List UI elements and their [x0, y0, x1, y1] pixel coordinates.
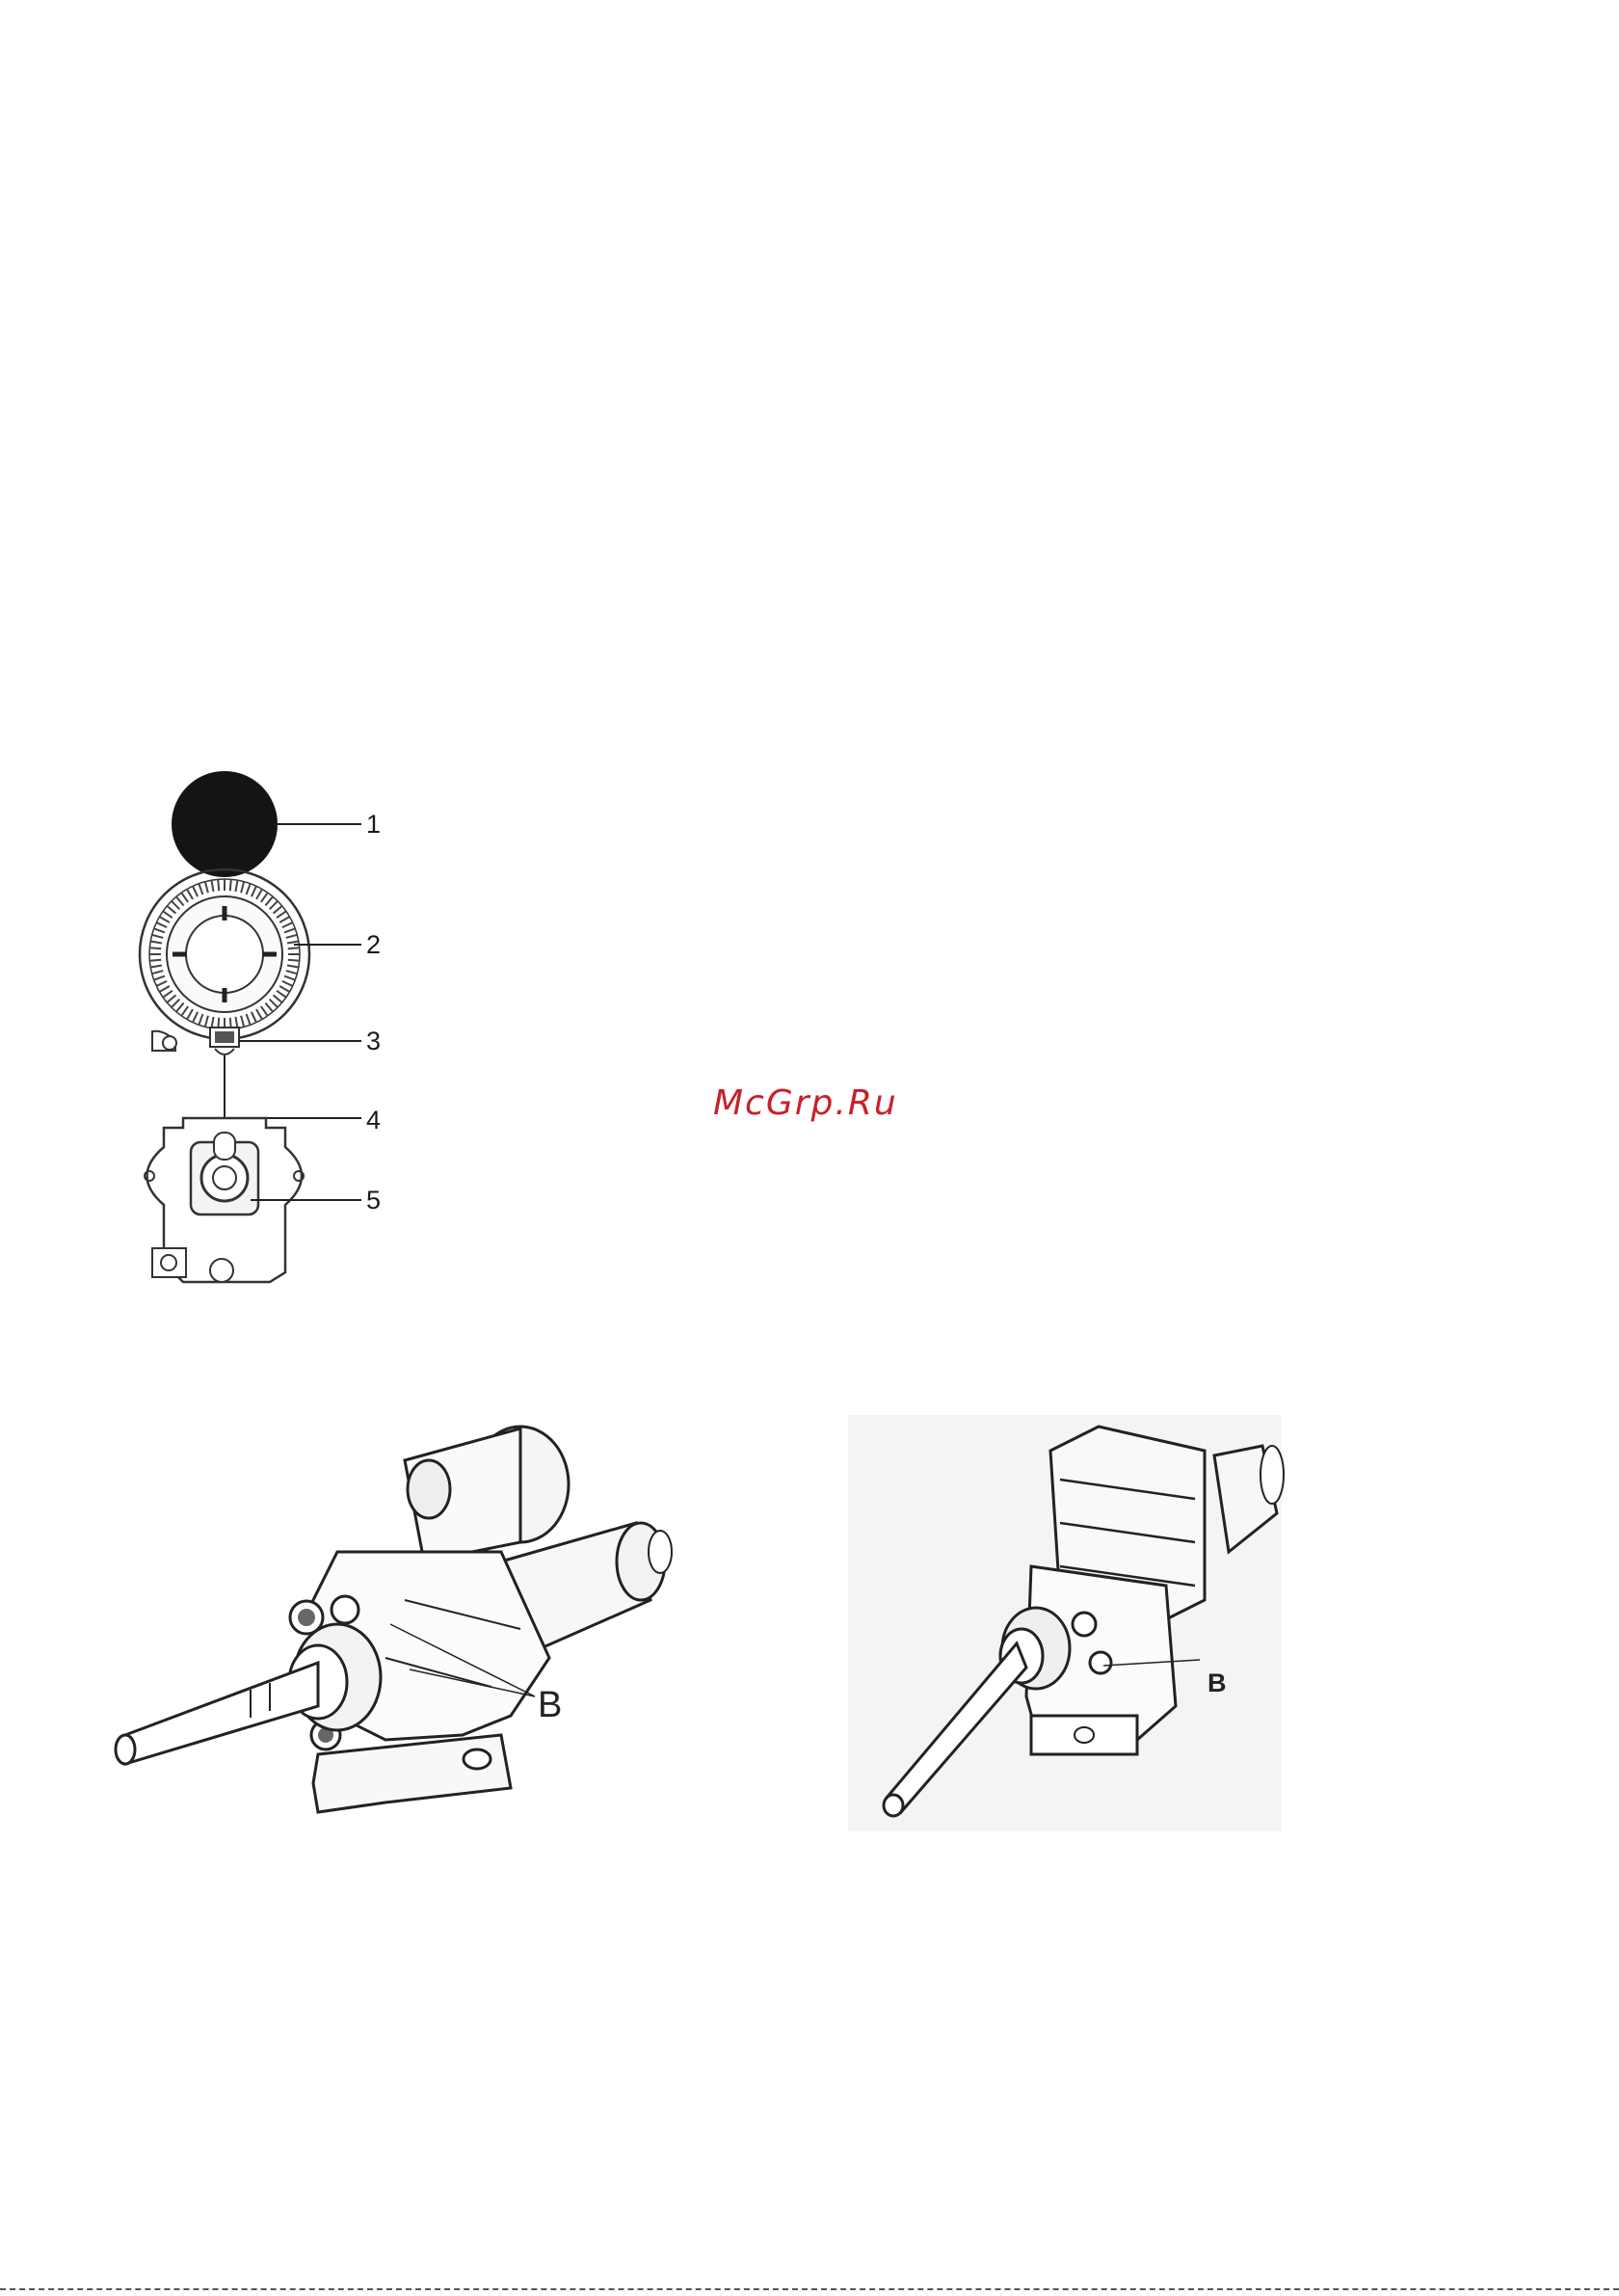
callout-4: 4	[366, 1108, 381, 1134]
callout-5: 5	[366, 1188, 381, 1214]
label-b-right: B	[1208, 1669, 1227, 1698]
knob-cap-icon	[172, 771, 278, 877]
callout-2: 2	[366, 932, 381, 958]
watermark: McGrp.Ru	[713, 1083, 898, 1123]
label-b-left: B	[538, 1685, 562, 1726]
gas-valve-illustration-left	[96, 1417, 694, 1851]
callout-3: 3	[366, 1028, 381, 1055]
page-bottom-rule	[0, 2288, 1619, 2290]
graduated-dial-icon	[140, 869, 309, 1039]
callout-1: 1	[366, 812, 381, 838]
dial-spring-icon	[215, 1049, 234, 1055]
dial-clip-icon	[152, 1028, 239, 1051]
gas-valve-illustration-right	[848, 1407, 1311, 1851]
